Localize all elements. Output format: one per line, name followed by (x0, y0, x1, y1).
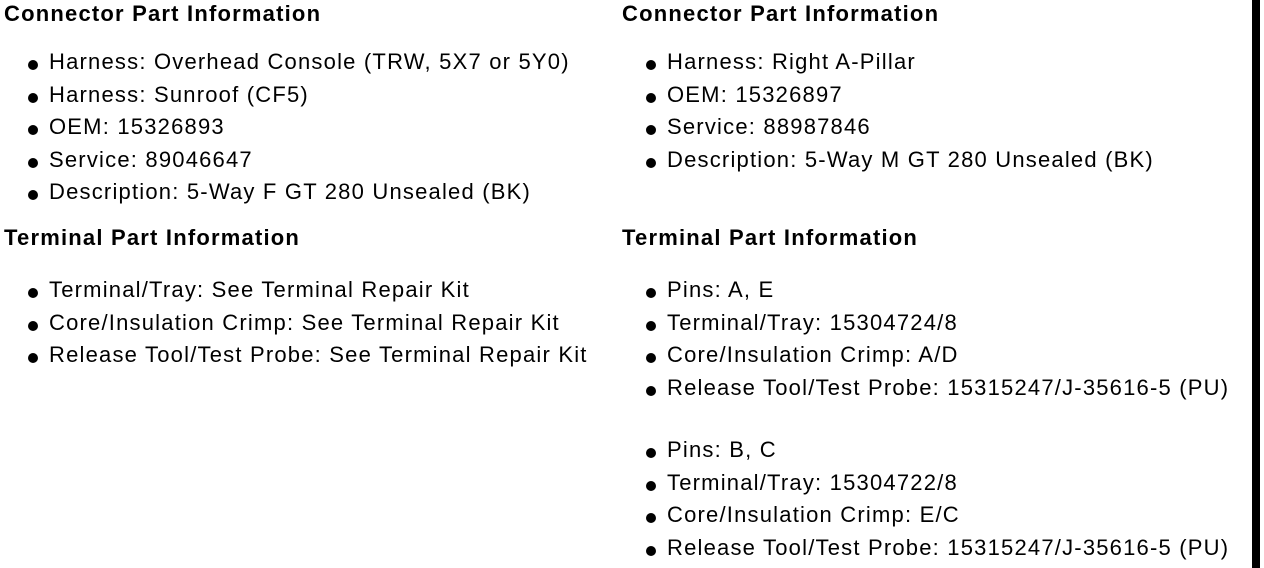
list-item-text: Description: 5-Way F GT 280 Unsealed (BK… (49, 179, 532, 204)
list-item-text: Pins: B, C (667, 437, 777, 462)
list-item-text: OEM: 15326897 (667, 81, 843, 107)
list-item-text: Description: 5-Way M GT 280 Unsealed (BK… (667, 146, 1154, 172)
list-item-text: Terminal/Tray: 15304724/8 (667, 309, 958, 335)
list-item: OEM: 15326893 (4, 115, 618, 148)
connector-part-heading: Connector Part Information (622, 1, 940, 26)
list-item-text: Core/Insulation Crimp: E/C (667, 502, 960, 527)
bullet-icon (646, 288, 656, 298)
terminal-part-list: Terminal/Tray: See Terminal Repair Kit C… (4, 278, 618, 376)
list-item: Pins: A, E (622, 278, 1250, 311)
list-item: Release Tool/Test Probe: See Terminal Re… (4, 343, 618, 376)
list-item-text: Release Tool/Test Probe: 15315247/J-3561… (667, 374, 1230, 400)
list-item-text: OEM: 15326893 (49, 114, 225, 139)
bullet-icon (646, 60, 656, 70)
bullet-icon (646, 92, 656, 103)
list-item-text: Core/Insulation Crimp: See Terminal Repa… (49, 309, 560, 335)
list-item: Description: 5-Way M GT 280 Unsealed (BK… (622, 148, 1250, 181)
bullet-icon (646, 320, 656, 331)
connector-part-section: Connector Part Information Harness: Over… (4, 2, 618, 226)
list-item-text: Service: 88987846 (667, 114, 871, 139)
list-item: Release Tool/Test Probe: 15315247/J-3561… (622, 376, 1250, 409)
list-item: Terminal/Tray: 15304722/8 (622, 471, 1250, 504)
terminal-pin-group-2: Pins: B, C Terminal/Tray: 15304722/8 Cor… (622, 438, 1250, 568)
page-edge-rule (1252, 0, 1260, 568)
list-item: Harness: Right A-Pillar (622, 50, 1250, 83)
bullet-icon (646, 157, 656, 168)
bullet-icon (646, 125, 656, 135)
list-item: Harness: Sunroof (CF5) (4, 83, 618, 116)
bullet-icon (28, 92, 38, 103)
bullet-icon (646, 385, 656, 396)
bullet-icon (28, 157, 38, 168)
list-item: Terminal/Tray: See Terminal Repair Kit (4, 278, 618, 311)
terminal-part-section: Terminal Part Information Pins: A, E Ter… (622, 226, 1250, 568)
bullet-icon (28, 125, 38, 135)
column-left: Connector Part Information Harness: Over… (4, 2, 618, 376)
list-item: Pins: B, C (622, 438, 1250, 471)
bullet-icon (28, 320, 38, 331)
list-item-text: Harness: Overhead Console (TRW, 5X7 or 5… (49, 49, 570, 74)
terminal-pin-group-1: Pins: A, E Terminal/Tray: 15304724/8 Cor… (622, 278, 1250, 408)
list-item: Core/Insulation Crimp: E/C (622, 503, 1250, 536)
list-item-text: Release Tool/Test Probe: 15315247/J-3561… (667, 534, 1230, 560)
bullet-icon (28, 190, 38, 200)
bullet-icon (28, 288, 38, 298)
bullet-icon (646, 353, 656, 363)
bullet-icon (646, 513, 656, 523)
list-item-text: Service: 89046647 (49, 146, 253, 172)
list-item-text: Core/Insulation Crimp: A/D (667, 342, 959, 367)
terminal-part-heading: Terminal Part Information (4, 225, 301, 250)
list-item: Release Tool/Test Probe: 15315247/J-3561… (622, 536, 1250, 568)
list-item: OEM: 15326897 (622, 83, 1250, 116)
bullet-icon (646, 480, 656, 491)
list-item-text: Release Tool/Test Probe: See Terminal Re… (49, 342, 588, 367)
terminal-part-section: Terminal Part Information Terminal/Tray:… (4, 226, 618, 376)
list-item: Harness: Overhead Console (TRW, 5X7 or 5… (4, 50, 618, 83)
list-item-text: Pins: A, E (667, 277, 775, 302)
list-item-text: Harness: Right A-Pillar (667, 49, 916, 74)
bullet-icon (28, 353, 38, 363)
connector-part-heading: Connector Part Information (4, 1, 322, 26)
list-item: Terminal/Tray: 15304724/8 (622, 311, 1250, 344)
list-item: Core/Insulation Crimp: See Terminal Repa… (4, 311, 618, 344)
list-item: Service: 89046647 (4, 148, 618, 181)
bullet-icon (646, 545, 656, 556)
bullet-icon (28, 60, 38, 70)
terminal-part-heading: Terminal Part Information (622, 225, 919, 250)
list-item-text: Harness: Sunroof (CF5) (49, 81, 309, 107)
list-item: Description: 5-Way F GT 280 Unsealed (BK… (4, 180, 618, 213)
list-item: Service: 88987846 (622, 115, 1250, 148)
list-item-text: Terminal/Tray: See Terminal Repair Kit (49, 277, 470, 302)
connector-part-list: Harness: Right A-Pillar OEM: 15326897 Se… (622, 50, 1250, 180)
bullet-icon (646, 448, 656, 458)
connector-part-section: Connector Part Information Harness: Righ… (622, 2, 1250, 226)
list-item-text: Terminal/Tray: 15304722/8 (667, 469, 958, 495)
column-right: Connector Part Information Harness: Righ… (622, 2, 1250, 568)
list-item: Core/Insulation Crimp: A/D (622, 343, 1250, 376)
connector-part-list: Harness: Overhead Console (TRW, 5X7 or 5… (4, 50, 618, 213)
